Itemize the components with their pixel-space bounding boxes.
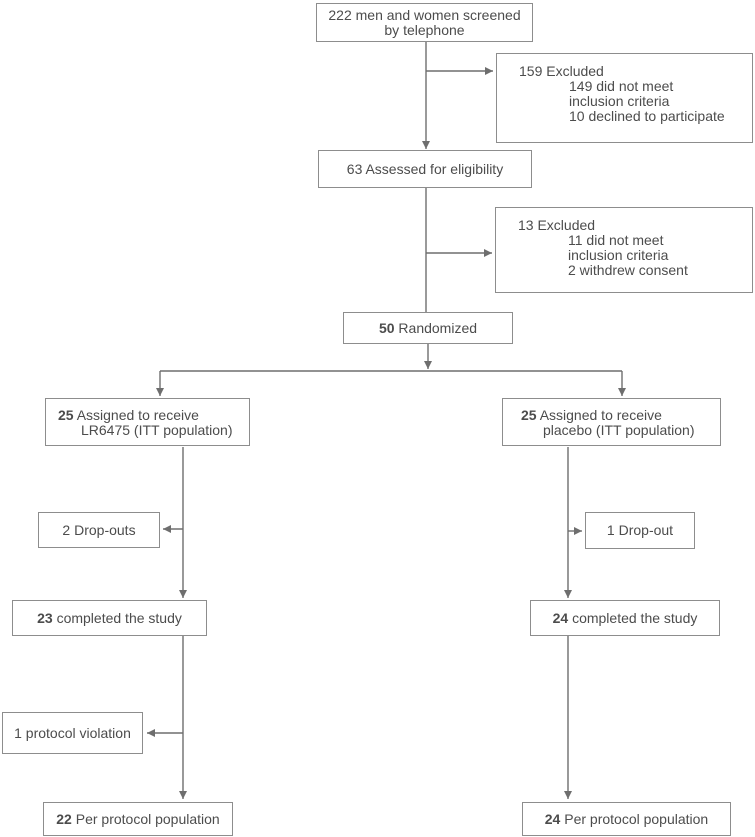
node-screened-text: 222 men and women screened by telephone (328, 6, 521, 38)
node-screened: 222 men and women screened by telephone (316, 3, 533, 42)
node-randomized-text: 50 Randomized (378, 319, 478, 336)
node-per-protocol-placebo: 24 Per protocol population (522, 802, 731, 836)
node-assessed: 63 Assessed for eligibility (318, 150, 532, 188)
node-excluded-eligibility: 13 Excluded 11 did not meet inclusion cr… (495, 207, 753, 293)
node-randomized: 50 Randomized (343, 312, 513, 344)
node-protocol-violation: 1 protocol violation (2, 712, 143, 754)
node-completed-lr6475: 23 completed the study (12, 600, 207, 636)
node-assigned-lr6475: 25 Assigned to receive LR6475 (ITT popul… (45, 398, 250, 446)
node-excluded-screening: 159 Excluded 149 did not meet inclusion … (496, 53, 753, 143)
node-assigned-placebo: 25 Assigned to receive placebo (ITT popu… (502, 398, 721, 446)
node-per-protocol-lr6475: 22 Per protocol population (43, 802, 233, 836)
node-dropouts-lr6475: 2 Drop-outs (38, 512, 160, 548)
node-completed-placebo: 24 completed the study (530, 600, 720, 636)
node-dropout-placebo: 1 Drop-out (585, 512, 695, 549)
